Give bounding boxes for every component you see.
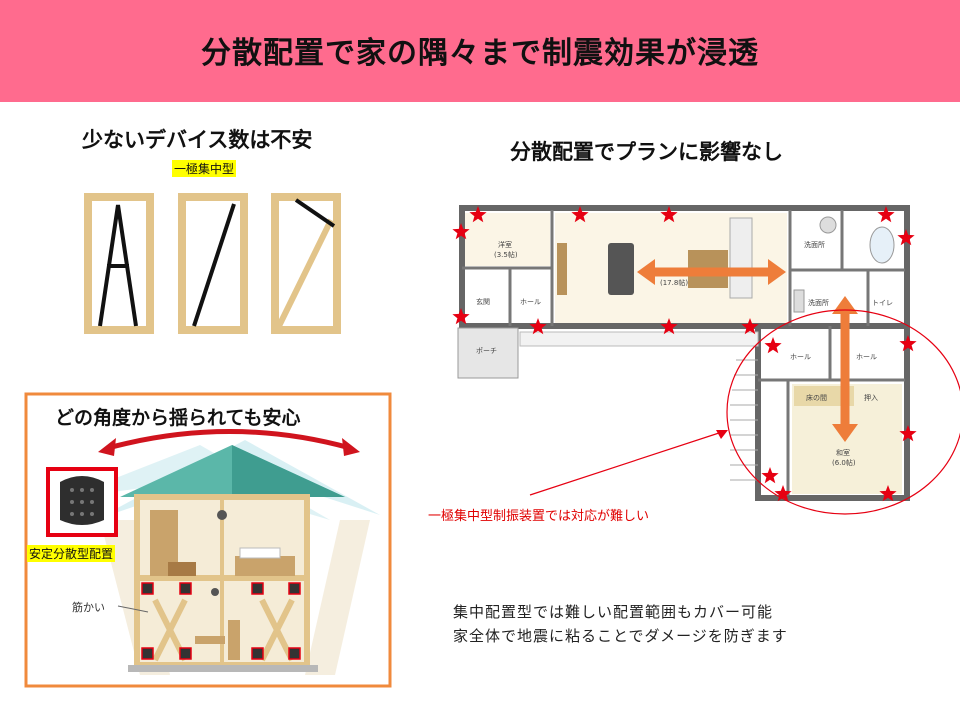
damper-stars: [452, 206, 917, 502]
damper-star-icon: [761, 467, 779, 484]
frame-corner-brace: [271, 193, 341, 334]
right-heading: 分散配置でプランに影響なし: [510, 140, 783, 164]
room-washitsu: 和室: [836, 449, 850, 457]
title-bar: [0, 0, 960, 102]
problem-area-circle: [726, 309, 960, 515]
room-yoshitsu: 洋室: [498, 241, 512, 249]
room-hall-2: ホール: [790, 353, 811, 361]
damper-star-icon: [741, 318, 759, 335]
callout-pointer: [529, 431, 723, 496]
room-porch: ポーチ: [476, 347, 497, 355]
room-washitsu-size: (6.0帖): [832, 459, 856, 467]
left-heading: 少ないデバイス数は不安: [82, 128, 313, 152]
damper-star-icon: [660, 206, 678, 223]
damper-star-icon: [660, 318, 678, 335]
damper-star-icon: [774, 485, 792, 502]
damper-star-icon: [899, 425, 917, 442]
page-title: 分散配置で家の隅々まで制震効果が浸透: [201, 36, 759, 71]
distributed-highlight: 安定分散型配置: [27, 545, 116, 562]
frame-diagonal: [178, 193, 248, 334]
room-hall-1: ホール: [520, 298, 541, 306]
single-point-highlight: 一極集中型: [172, 160, 237, 177]
note-line-2: 家全体で地震に粘ることでダメージを防ぎます: [453, 627, 788, 645]
damper-star-icon: [529, 318, 547, 335]
brace-label: 筋かい: [72, 601, 105, 614]
callout-text: 一極集中型制振装置では対応が難しい: [428, 509, 650, 524]
room-toilet: トイレ: [872, 299, 893, 307]
sway-arrow: [107, 429, 351, 451]
horizontal-arrow: [637, 259, 786, 285]
floor-plan: [457, 205, 910, 501]
damper-star-icon: [452, 223, 470, 240]
vertical-arrow: [832, 296, 858, 442]
room-senmenjo-2: 洗面所: [808, 299, 829, 307]
frame-a-shape: [84, 193, 154, 334]
damper-star-icon: [571, 206, 589, 223]
damper-star-icon: [899, 335, 917, 352]
room-oshiire: 押入: [864, 394, 878, 402]
room-genkan: 玄関: [476, 298, 490, 306]
box-heading: どの角度から揺られても安心: [55, 407, 301, 429]
damper-star-icon: [877, 206, 895, 223]
damper-star-icon: [452, 308, 470, 325]
damper-star-icon: [879, 485, 897, 502]
room-yoshitsu-size: (3.5帖): [494, 251, 518, 259]
damper-star-icon: [469, 206, 487, 223]
room-ldk-size: (17.8帖): [660, 279, 689, 287]
room-hall-3: ホール: [856, 353, 877, 361]
damper-star-icon: [764, 337, 782, 354]
damper-devices: [141, 582, 301, 660]
room-tokonoma: 床の間: [806, 394, 827, 402]
damper-star-icon: [897, 229, 915, 246]
room-senmenjo-1: 洗面所: [804, 241, 825, 249]
note-line-1: 集中配置型では難しい配置範囲もカバー可能: [453, 603, 774, 621]
